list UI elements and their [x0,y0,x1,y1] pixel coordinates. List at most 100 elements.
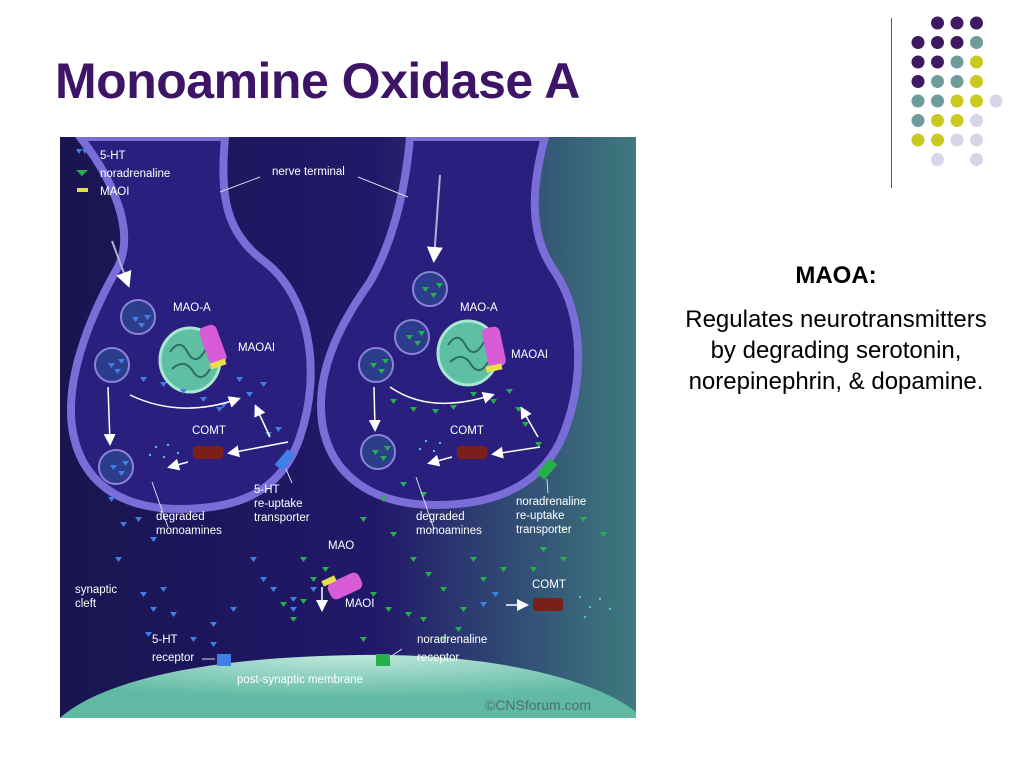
label-comt-cleft: COMT [532,579,566,591]
5ht-molecule [492,592,499,597]
5ht-molecule [132,317,139,322]
slide-title: Monoamine Oxidase A [55,53,580,109]
noradrenaline-molecule [400,482,407,487]
noradrenaline-molecule-icon [76,170,88,176]
5ht-molecule [160,587,167,592]
degraded-fragment [166,443,170,447]
degraded-fragment [162,455,166,459]
degraded-fragment [438,441,442,445]
noradrenaline-molecule [560,557,567,562]
noradrenaline-molecule [580,517,587,522]
degraded-fragment [148,453,152,457]
5ht-molecule [135,517,142,522]
label-na-reuptake-2: re-uptake [516,510,565,522]
decorative-dot [989,94,1003,108]
label-maoai-left: MAOAI [238,342,275,354]
5ht-molecule [170,612,177,617]
decorative-dot [970,133,983,147]
5ht-molecule [145,632,152,637]
label-na-reuptake-1: noradrenaline [516,496,586,508]
degraded-fragment [588,605,592,609]
side-text-block: MAOA: Regulates neurotransmitters by deg… [676,262,996,397]
noradrenaline-molecule [382,359,389,364]
5ht-molecule [250,557,257,562]
label-maoi: MAOI [345,598,374,610]
maoi-bar-icon [77,188,88,192]
noradrenaline-molecule [506,389,513,394]
noradrenaline-molecule [410,407,417,412]
diagram-labels: 5-HT noradrenaline MAOI nerve terminal M… [75,150,591,713]
noradrenaline-molecule [406,335,413,340]
noradrenaline-molecule [300,557,307,562]
noradrenaline-molecule [405,612,412,617]
decorative-dot [911,114,925,127]
degraded-fragment [583,615,587,619]
5ht-molecule [122,461,129,466]
5ht-molecule [114,369,121,374]
label-synaptic-cleft-2: cleft [75,598,97,610]
degraded-fragment [578,595,582,599]
noradrenaline-molecule [384,446,391,451]
5ht-molecule [144,315,151,320]
noradrenaline-molecule [418,331,425,336]
decorative-dot [931,94,944,108]
noradrenaline-molecule [430,293,437,298]
noradrenaline-molecule [422,287,429,292]
5ht-molecule [190,637,197,642]
label-maoai-right: MAOAI [511,349,548,361]
noradrenaline-molecule [390,399,397,404]
degraded-fragment [598,597,602,601]
decorative-dot [970,36,983,49]
label-degraded-left-1: degraded [156,511,205,523]
noradrenaline-molecule [440,587,447,592]
decorative-dot [931,133,944,147]
5ht-molecule [150,537,157,542]
label-mao-a-left: MAO-A [173,302,211,314]
noradrenaline-molecule [522,422,529,427]
noradrenaline-molecule [360,517,367,522]
noradrenaline-molecule [385,607,392,612]
noradrenaline-molecule [535,442,542,447]
degraded-fragment [154,445,158,449]
5ht-molecule [120,522,127,527]
5ht-molecule [260,382,267,387]
decorative-dot [950,16,964,30]
degraded-fragment [418,447,422,451]
decorative-dot [911,55,925,69]
decorative-dot [970,94,983,108]
decorative-dot [950,75,964,88]
noradrenaline-molecule [414,341,421,346]
5ht-molecule [180,389,187,394]
flow-arrows [103,174,541,612]
transporters-receptors [217,449,558,666]
noradrenaline-molecule [322,567,329,572]
noradrenaline-molecule [360,637,367,642]
noradrenaline-molecule [300,599,307,604]
degraded-fragment [176,451,180,455]
label-5ht-receptor-1: 5-HT [152,634,178,646]
noradrenaline-molecule [600,532,607,537]
5ht-molecule [138,323,145,328]
decorative-dot [911,75,925,88]
5ht-molecule [118,471,125,476]
noradrenaline-molecule [420,617,427,622]
noradrenaline-molecule [380,497,387,502]
5ht-molecule-icon [76,149,88,154]
decorative-dot [931,16,944,30]
synapse-diagram: 5-HT noradrenaline MAOI nerve terminal M… [60,137,636,718]
label-post-synaptic-membrane: post-synaptic membrane [237,674,363,686]
5ht-molecule [108,363,115,368]
decorative-dot [911,36,925,49]
label-mao: MAO [328,540,354,552]
decorative-dot [950,55,964,69]
decorative-dot [911,133,925,147]
label-5ht-reuptake-1: 5-HT [254,484,280,496]
decorative-dot [950,94,964,108]
decorative-dot [931,75,944,88]
5ht-molecule [216,407,223,412]
decorative-dot [911,94,925,108]
5ht-molecule [270,587,277,592]
legend-label-maoi: MAOI [100,186,129,198]
copyright-text: ©CNSforum.com [485,697,591,713]
label-mao-a-right: MAO-A [460,302,498,314]
